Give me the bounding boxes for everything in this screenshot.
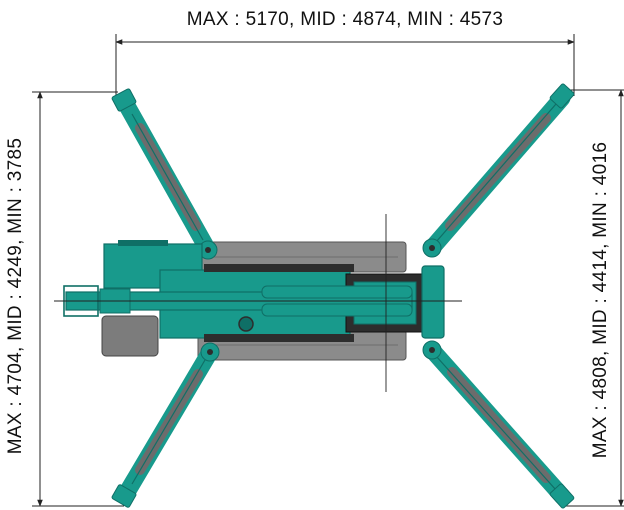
frame-rail [204,264,354,272]
center-lines [54,214,462,392]
counterweight [101,315,159,357]
right-dimension-label: MAX : 4808, MID : 4414, MIN : 4016 [590,142,611,458]
left-dimension-label: MAX : 4704, MID : 4249, MIN : 3785 [5,138,26,454]
outrigger-lower-left [111,342,220,508]
frame-rail [204,334,354,342]
outrigger-upper-right [422,83,575,258]
outrigger-upper-left [111,88,218,260]
outrigger-arms [111,83,575,509]
top-dimension-label: MAX : 5170, MID : 4874, MIN : 4573 [187,9,503,30]
hydraulic-cylinder [261,303,413,317]
outrigger-lower-right [422,340,575,509]
hydraulic-cylinder [261,285,413,299]
end-plate [421,265,445,339]
slewing-ring [238,316,254,332]
housing-rim [118,240,168,246]
dimension-lines [32,34,624,507]
